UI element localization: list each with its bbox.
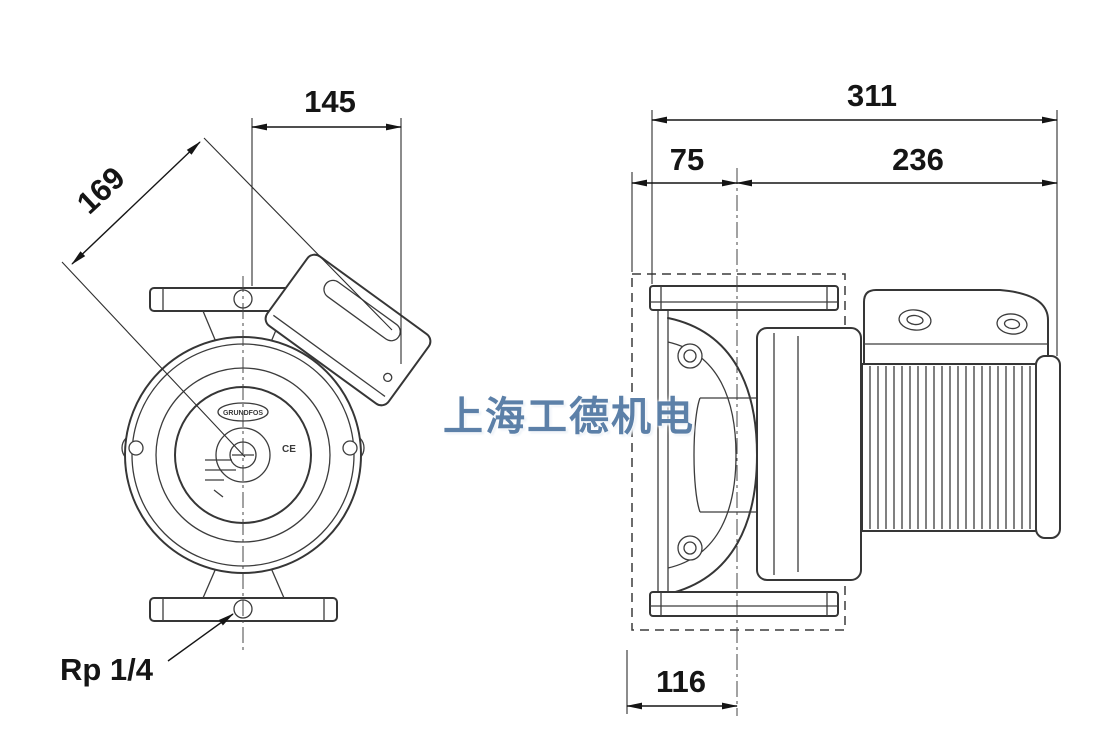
dimension-236: 236: [736, 142, 1058, 187]
casing-bolt-top: [677, 343, 703, 369]
nameplate-lines: [205, 459, 236, 498]
terminal-box-screw: [383, 372, 393, 383]
motor-adapter: [756, 327, 862, 581]
dim-75-label: 75: [670, 142, 704, 177]
dim-145-label: 145: [304, 84, 356, 119]
dim-169-label: 169: [70, 160, 132, 221]
terminal-box-slot: [323, 279, 401, 342]
dim-116-label: 116: [656, 664, 706, 699]
dim-236-label: 236: [892, 142, 944, 177]
left-ear-hole: [128, 440, 144, 456]
side-view: 311 75 236 116: [626, 78, 1061, 716]
port-callout: Rp 1/4: [60, 613, 234, 687]
terminal-box-front: [264, 253, 432, 407]
volute-casing: [657, 310, 758, 595]
front-view: GRUNDFOS CE 145: [60, 84, 432, 687]
terminal-box-side: [863, 289, 1049, 365]
cable-entry-right: [996, 313, 1028, 335]
casing-bolt-bottom: [677, 535, 703, 561]
dim-311-label: 311: [847, 78, 897, 113]
motor-end-cap: [1035, 355, 1061, 539]
motor-fins: [861, 363, 1039, 532]
port-label: Rp 1/4: [60, 652, 154, 687]
side-bottom-flange: [649, 591, 839, 617]
dimension-116: 116: [626, 650, 738, 714]
cable-entry-left: [898, 309, 932, 331]
watermark-text: 上海工德机电: [443, 394, 695, 440]
dimension-311: 311: [651, 78, 1058, 356]
side-top-flange: [649, 285, 839, 311]
dimension-75: 75: [631, 142, 738, 272]
dimension-145: 145: [251, 84, 402, 364]
right-ear-hole: [342, 440, 358, 456]
ce-mark: CE: [282, 444, 296, 455]
